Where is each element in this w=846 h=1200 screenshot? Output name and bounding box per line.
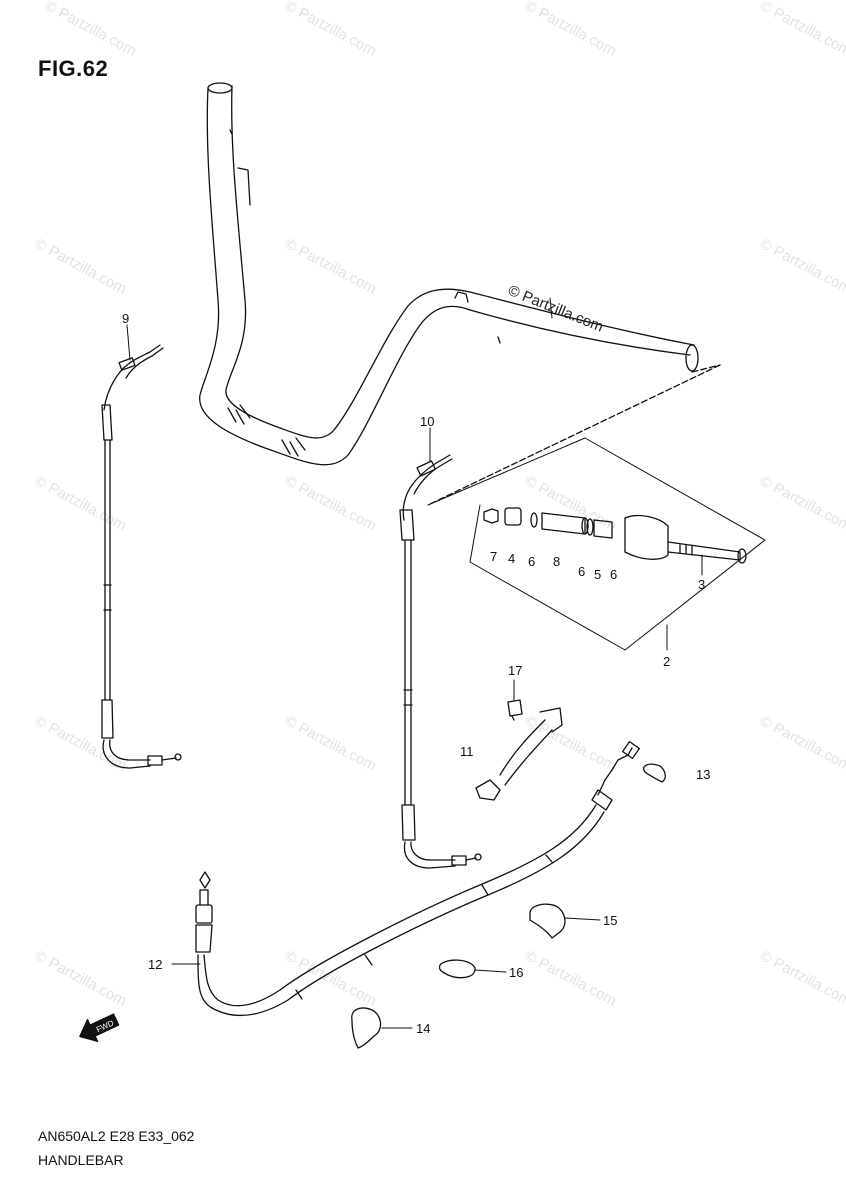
clip-13 (643, 763, 666, 783)
grip-assembly (427, 437, 766, 651)
leader-lines (126, 297, 703, 1029)
callout-3: 3 (698, 577, 706, 592)
callout-6-a: 6 (528, 554, 536, 569)
callout-5: 5 (594, 567, 602, 582)
callout-2: 2 (663, 654, 671, 669)
callout-14: 14 (416, 1021, 431, 1036)
callout-16: 16 (509, 965, 524, 980)
callout-8: 8 (553, 554, 561, 569)
figure-title: FIG.62 (38, 56, 109, 81)
callout-17: 17 (508, 663, 523, 678)
callout-10: 10 (420, 414, 435, 429)
handlebar-tube (199, 82, 721, 506)
clip-15 (529, 903, 566, 939)
cable-clips (351, 763, 666, 1049)
clutch-cable-12 (195, 740, 641, 1016)
figure-code: AN650AL2 E28 E33_062 (38, 1128, 195, 1144)
callout-13: 13 (696, 767, 711, 782)
cable-bracket-11 (475, 699, 563, 801)
throttle-cable-9 (101, 344, 182, 769)
callout-6-b: 6 (578, 564, 586, 579)
callout-6-c: 6 (610, 567, 618, 582)
throttle-cable-10 (399, 454, 482, 869)
forward-direction-arrow-icon: FWD (79, 1013, 120, 1043)
callout-4: 4 (508, 551, 516, 566)
callout-12: 12 (148, 957, 163, 972)
callout-9: 9 (122, 311, 130, 326)
callout-15: 15 (603, 913, 618, 928)
callout-7: 7 (490, 549, 498, 564)
clip-14 (351, 1007, 382, 1049)
callout-11: 11 (460, 744, 474, 759)
figure-name: HANDLEBAR (38, 1152, 124, 1168)
clip-16 (438, 959, 476, 979)
